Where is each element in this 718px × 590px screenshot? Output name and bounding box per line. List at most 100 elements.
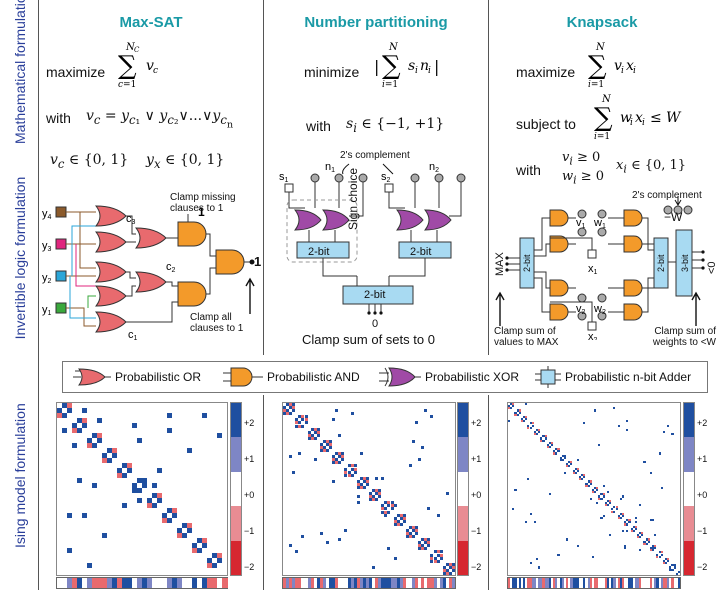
heatmap-cell	[445, 571, 449, 575]
heatmap-cell	[338, 538, 342, 542]
heatmap-cell	[624, 523, 627, 526]
heatmap-cell	[574, 471, 577, 474]
heatmap-cell	[572, 471, 575, 474]
heatmap-cell	[202, 538, 207, 543]
bias-cell	[162, 578, 168, 588]
heatmap-cell	[514, 411, 517, 414]
bias-cell	[533, 578, 537, 588]
heatmap-cell	[142, 478, 147, 483]
bias-cell	[664, 578, 668, 588]
svg-text:i: i	[633, 66, 636, 76]
heatmap-cell	[553, 452, 556, 455]
heatmap-cell	[662, 430, 665, 434]
bias-cell	[628, 578, 632, 588]
heatmap-cell	[207, 563, 212, 568]
heatmap-cell	[548, 446, 551, 449]
heatmap-cell	[326, 541, 330, 545]
heatmap-cell	[634, 516, 637, 520]
heatmap-cell	[424, 541, 428, 545]
heatmap-cell	[430, 553, 434, 557]
bias-cell	[77, 578, 83, 588]
heatmap-cell	[451, 565, 455, 569]
heatmap-cell	[295, 421, 299, 425]
heatmap-cell	[563, 471, 567, 474]
heatmap-cell	[289, 412, 293, 416]
heatmap-cell	[344, 528, 348, 532]
heatmap-cell	[424, 409, 428, 413]
heatmap-cell	[387, 504, 391, 508]
heatmap-cell	[448, 562, 452, 566]
svg-text:v: v	[614, 58, 622, 74]
heatmap-cell	[570, 463, 573, 466]
heatmap-cell	[531, 424, 534, 427]
heatmap-cell	[313, 458, 317, 462]
heatmap-cell	[652, 549, 655, 552]
heatmap-cell	[576, 458, 579, 462]
heatmap-cell	[563, 454, 567, 457]
heatmap-cell	[97, 433, 102, 438]
bias-cell	[508, 578, 511, 588]
heatmap-cell	[399, 513, 403, 517]
bias-cell	[157, 578, 163, 588]
colorbar-knapsack	[683, 402, 695, 576]
heatmap-cell	[387, 547, 391, 551]
column-divider	[263, 0, 264, 355]
heatmap-cell	[613, 510, 616, 513]
ising-heatmap-partition	[282, 402, 456, 576]
heatmap-cell	[600, 516, 603, 520]
heatmap-cell	[421, 544, 425, 548]
heatmap-cell	[598, 443, 601, 446]
svg-text:C: C	[134, 46, 140, 54]
heatmap-cell	[182, 533, 187, 538]
bias-cell	[448, 578, 453, 588]
heatmap-cell	[132, 488, 137, 493]
heatmap-cell	[585, 482, 588, 485]
column-divider	[38, 0, 39, 590]
heatmap-cell	[673, 566, 676, 569]
heatmap-cell	[57, 408, 62, 413]
column-divider	[488, 395, 489, 590]
heatmap-cell	[654, 547, 657, 550]
heatmap-cell	[384, 507, 388, 511]
heatmap-cell	[289, 406, 293, 410]
heatmap-cell	[57, 413, 62, 418]
heatmap-cell	[177, 533, 182, 538]
heatmap-cell	[322, 439, 326, 443]
heatmap-cell	[157, 468, 162, 473]
knapsack-adder-mid: 2-bit	[656, 254, 666, 272]
heatmap-cell	[669, 568, 672, 571]
svg-text:n2: n2	[429, 161, 439, 174]
heatmap-cell	[167, 413, 172, 418]
bias-cell	[639, 578, 642, 588]
bias-cell	[418, 578, 422, 588]
heatmap-cell	[647, 538, 650, 541]
heatmap-cell	[662, 562, 665, 565]
heatmap-cell	[660, 486, 663, 489]
heatmap-cell	[626, 428, 629, 431]
heatmap-cell	[418, 541, 422, 545]
bias-cell	[399, 578, 404, 588]
heatmap-cell	[197, 538, 202, 543]
heatmap-cell	[67, 513, 72, 518]
svg-text:i=1: i=1	[382, 80, 398, 90]
heatmap-cell	[561, 458, 564, 462]
adder-icon	[535, 366, 561, 388]
bias-cell	[112, 578, 118, 588]
svg-text:y1: y1	[42, 304, 52, 317]
heatmap-cell	[365, 476, 369, 480]
bias-cell	[292, 578, 296, 588]
heatmap-cell	[359, 452, 363, 456]
svg-text:c2: c2	[166, 261, 176, 274]
knapsack-neg-w: −W	[664, 210, 683, 224]
heatmap-cell	[602, 484, 605, 487]
heatmap-cell	[301, 418, 305, 422]
heatmap-cell	[72, 423, 77, 428]
heatmap-cell	[147, 498, 152, 503]
bias-cell	[557, 578, 561, 588]
bias-cell	[415, 578, 419, 588]
heatmap-cell	[643, 540, 646, 543]
heatmap-cell	[344, 467, 348, 471]
colorbar-tick-label: +1	[697, 454, 708, 464]
